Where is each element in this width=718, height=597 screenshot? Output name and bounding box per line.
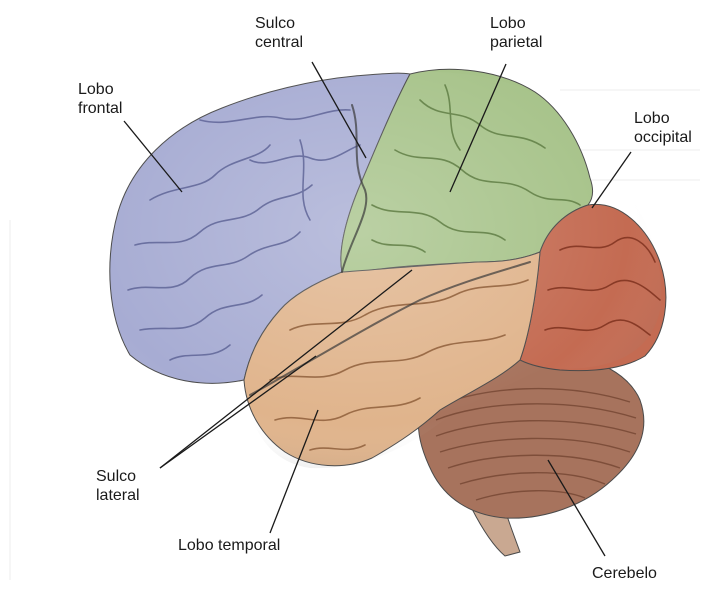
- label-lobo-parietal: Lobo parietal: [490, 14, 542, 52]
- label-lobo-temporal: Lobo temporal: [178, 536, 280, 555]
- label-lobo-occipital: Lobo occipital: [634, 109, 692, 147]
- label-sulco-central: Sulco central: [255, 14, 303, 52]
- label-lobo-frontal: Lobo frontal: [78, 80, 122, 118]
- label-sulco-lateral: Sulco lateral: [96, 467, 140, 505]
- label-cerebelo: Cerebelo: [592, 564, 657, 583]
